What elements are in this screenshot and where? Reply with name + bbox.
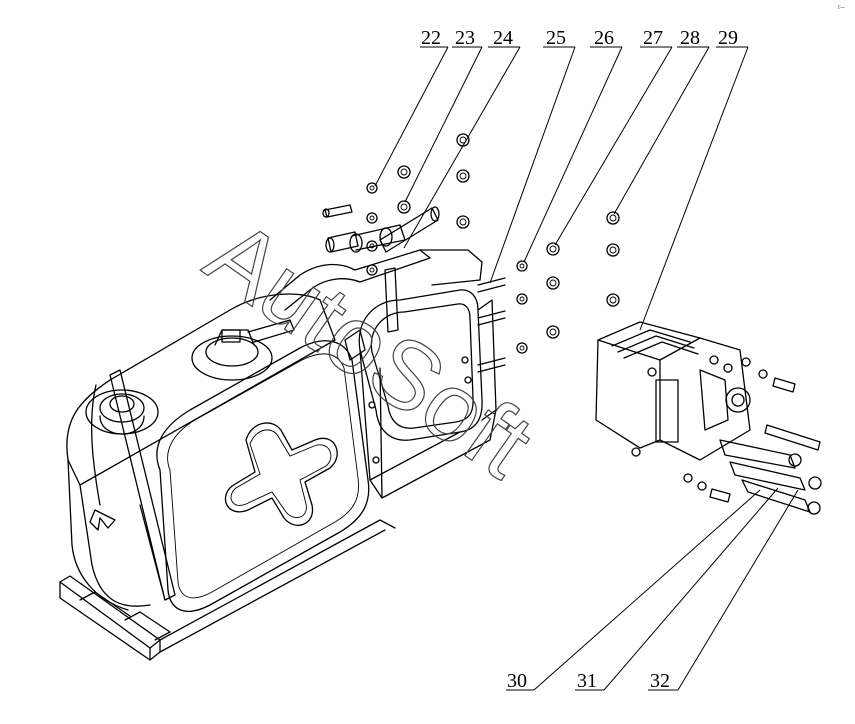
corner-mark: r-- xyxy=(838,3,846,11)
callout-30: 30 xyxy=(507,670,527,692)
callout-28: 28 xyxy=(680,27,700,49)
callout-31: 31 xyxy=(577,670,597,692)
leader-lines xyxy=(374,46,799,691)
callout-22: 22 xyxy=(421,27,441,49)
callout-labels: 22 23 24 25 26 27 28 29 30 31 32 xyxy=(421,27,738,692)
callout-29: 29 xyxy=(718,27,738,49)
fuel-tank-assembly xyxy=(59,249,497,661)
watermark: AutoSoft xyxy=(188,200,551,499)
callout-25: 25 xyxy=(546,27,566,49)
callout-24: 24 xyxy=(493,27,513,49)
pump-unit xyxy=(595,321,822,515)
callout-27: 27 xyxy=(643,27,663,49)
callout-26: 26 xyxy=(594,27,614,49)
callout-32: 32 xyxy=(650,670,670,692)
callout-23: 23 xyxy=(455,27,475,49)
fasteners xyxy=(322,133,620,373)
